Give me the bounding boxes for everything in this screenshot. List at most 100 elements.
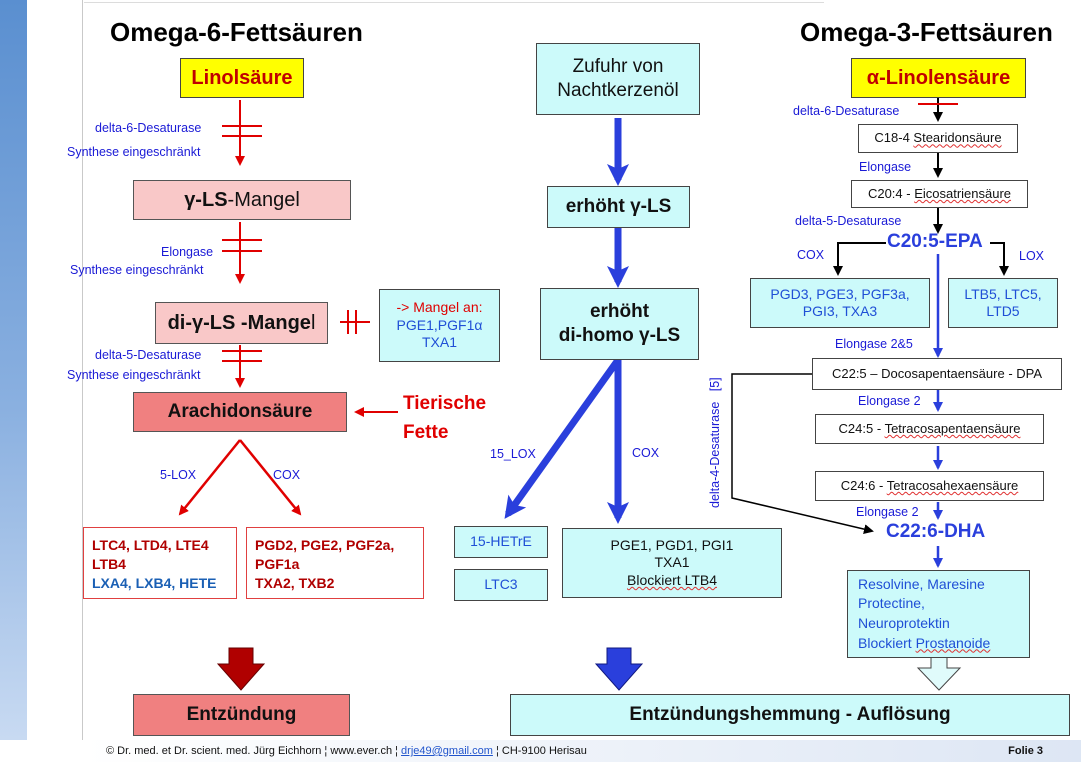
ltc3-label: LTC3: [484, 576, 518, 593]
elong2a-label: Elongase 2: [858, 394, 921, 408]
d4-label: delta-4-Desaturase: [708, 401, 722, 508]
c24-6-box: C24:6 - Tetracosahexaensäure: [815, 471, 1044, 501]
elong2b-label: Elongase 2: [856, 505, 919, 519]
c18-box: C18-4 Stearidonsäure: [858, 124, 1018, 153]
c20-4-name: Eicosatriensäure: [914, 185, 1012, 201]
left-red-arrows: [178, 100, 398, 516]
left-synth2-label: Synthese eingeschränkt: [70, 263, 204, 277]
middle-blue-arrows: [504, 118, 629, 524]
pge1-line1: PGE1, PGD1, PGI1: [610, 536, 734, 553]
leukotriene-box: LTC4, LTD4, LTE4 LTB4 LXA4, LXB4, HETE: [83, 527, 237, 599]
hemmung-label: Entzündungshemmung - Auflösung: [629, 704, 951, 726]
alinolensaeure-label: α-Linolensäure: [866, 66, 1011, 89]
mangel-an-box: -> Mangel an: PGE1,PGF1α TXA1: [379, 289, 500, 362]
dpa-label: C22:5 – Docosapentaensäure - DPA: [831, 365, 1043, 381]
elong25-label: Elongase 2&5: [835, 337, 913, 351]
slide-sidebar: [0, 0, 27, 740]
ltb5-box: LTB5, LTC5, LTD5: [948, 278, 1058, 328]
hollow-block-arrow: [916, 655, 962, 691]
resolvine-box: Resolvine, Maresine Protectine, Neuropro…: [847, 570, 1030, 658]
hetre-box: 15-HETrE: [454, 526, 548, 558]
res-line1: Resolvine, Maresine: [858, 575, 985, 592]
fette-label: Fette: [403, 421, 449, 443]
ltb5-line1: LTB5, LTC5,: [964, 285, 1042, 302]
pgd3-line1: PGD3, PGE3, PGF3a,: [770, 285, 910, 302]
red-block-arrow: [216, 647, 266, 691]
mangel-an-line3: TXA1: [421, 334, 457, 351]
lox5-label: 5-LOX: [160, 468, 197, 482]
ltc3-box: LTC3: [454, 569, 548, 601]
arachidonsaeure-box: Arachidonsäure: [133, 392, 347, 432]
pgd3-box: PGD3, PGE3, PGF3a, PGI3, TXA3: [750, 278, 930, 328]
erhoeht-digls-line2: di-homo γ-LS: [558, 325, 681, 346]
entzuendung-label: Entzündung: [186, 704, 297, 726]
pge1-box: PGE1, PGD1, PGI1 TXA1 Blockiert LTB4: [562, 528, 782, 598]
left-cox-label: COX: [273, 468, 301, 482]
c20-4-prefix: C20:4 -: [867, 185, 915, 201]
linolsaeure-box: Linolsäure: [180, 58, 304, 98]
dha-label: C22:6-DHA: [886, 521, 986, 542]
middle-cox-label: COX: [632, 446, 660, 460]
footer-location: ¦ CH-9100 Herisau: [492, 745, 587, 757]
alinolensaeure-box: α-Linolensäure: [851, 58, 1026, 98]
top-divider: [84, 2, 824, 3]
left-synth1-label: Synthese eingeschränkt: [67, 145, 201, 159]
title-omega6: Omega-6-Fettsäuren: [110, 17, 363, 47]
hetre-label: 15-HETrE: [470, 533, 532, 550]
lox15-label: 15_LOX: [490, 447, 536, 461]
footer-text: © Dr. med. et Dr. scient. med. Jürg Eich…: [106, 745, 587, 757]
ltc-line2: LTB4: [92, 555, 126, 572]
pge1-line3: Blockiert LTB4: [627, 571, 717, 588]
slide-footer: © Dr. med. et Dr. scient. med. Jürg Eich…: [84, 740, 1081, 762]
d4-ref-label: [5]: [708, 377, 722, 392]
c18-prefix: C18-4: [874, 130, 914, 146]
erhoeht-digls-box: erhöht di-homo γ-LS: [540, 288, 699, 360]
erhoeht-gls-box: erhöht γ-LS: [547, 186, 690, 228]
hemmung-box: Entzündungshemmung - Auflösung: [510, 694, 1070, 736]
right-elongase-label: Elongase: [859, 160, 912, 174]
left-synth3-label: Synthese eingeschränkt: [67, 368, 201, 382]
right-lox-label: LOX: [1019, 249, 1045, 263]
slide-number: Folie 3: [1008, 745, 1043, 757]
sidebar-divider: [82, 0, 83, 740]
entzuendung-box: Entzündung: [133, 694, 350, 736]
title-omega3: Omega-3-Fettsäuren: [800, 17, 1053, 47]
mangel-an-line2: PGE1,PGF1α: [396, 316, 483, 333]
right-arrows: [731, 98, 1009, 568]
epa-label: C20:5-EPA: [887, 231, 983, 252]
res-line3: Neuroprotektin: [858, 615, 950, 631]
arachidonsaeure-label: Arachidonsäure: [167, 401, 313, 423]
pgd2-line2: PGF1a: [255, 555, 300, 572]
footer-copyright: © Dr. med. et Dr. scient. med. Jürg Eich…: [106, 745, 402, 757]
zufuhr-line2: Nachtkerzenöl: [557, 80, 679, 101]
d4-vertical-label: delta-4-Desaturase [5]: [708, 377, 722, 508]
res-line4-name: Prostanoide: [915, 634, 991, 651]
zufuhr-line1: Zufuhr von: [572, 56, 664, 78]
right-d5-label: delta-5-Desaturase: [795, 214, 902, 228]
left-d5-label: delta-5-Desaturase: [95, 348, 202, 362]
c18-name: Stearidonsäure: [913, 130, 1002, 146]
zufuhr-box: Zufuhr von Nachtkerzenöl: [536, 43, 700, 115]
c24-5-name: Tetracosapentaensäure: [884, 420, 1021, 436]
left-d6-label: delta-6-Desaturase: [95, 121, 202, 135]
tierische-label: Tierische: [403, 393, 487, 414]
pgd2-line3: TXA2, TXB2: [255, 574, 335, 591]
c20-4-box: C20:4 - Eicosatriensäure: [851, 180, 1028, 208]
left-elongase-label: Elongase: [161, 245, 214, 259]
prostaglandin2-box: PGD2, PGE2, PGF2a, PGF1a TXA2, TXB2: [246, 527, 424, 599]
erhoeht-digls-line1: erhöht: [589, 301, 650, 323]
gls-label: γ-LS: [184, 188, 228, 211]
digls-label: di-γ-LS -Mange: [167, 311, 311, 334]
pgd3-line2: PGI3, TXA3: [802, 303, 878, 319]
c24-5-prefix: C24:5 -: [838, 420, 885, 436]
right-cox-label: COX: [797, 248, 825, 262]
digls-rest-label: l: [310, 311, 316, 334]
erhoeht-gls-label: erhöht γ-LS: [565, 196, 672, 218]
res-line4-prefix: Blockiert: [858, 634, 916, 651]
mangel-an-line1: -> Mangel an:: [396, 299, 483, 316]
footer-email-link[interactable]: drje49@gmail.com: [401, 745, 493, 757]
res-line2: Protectine,: [858, 595, 925, 612]
ltc-line3: LXA4, LXB4, HETE: [92, 574, 217, 591]
